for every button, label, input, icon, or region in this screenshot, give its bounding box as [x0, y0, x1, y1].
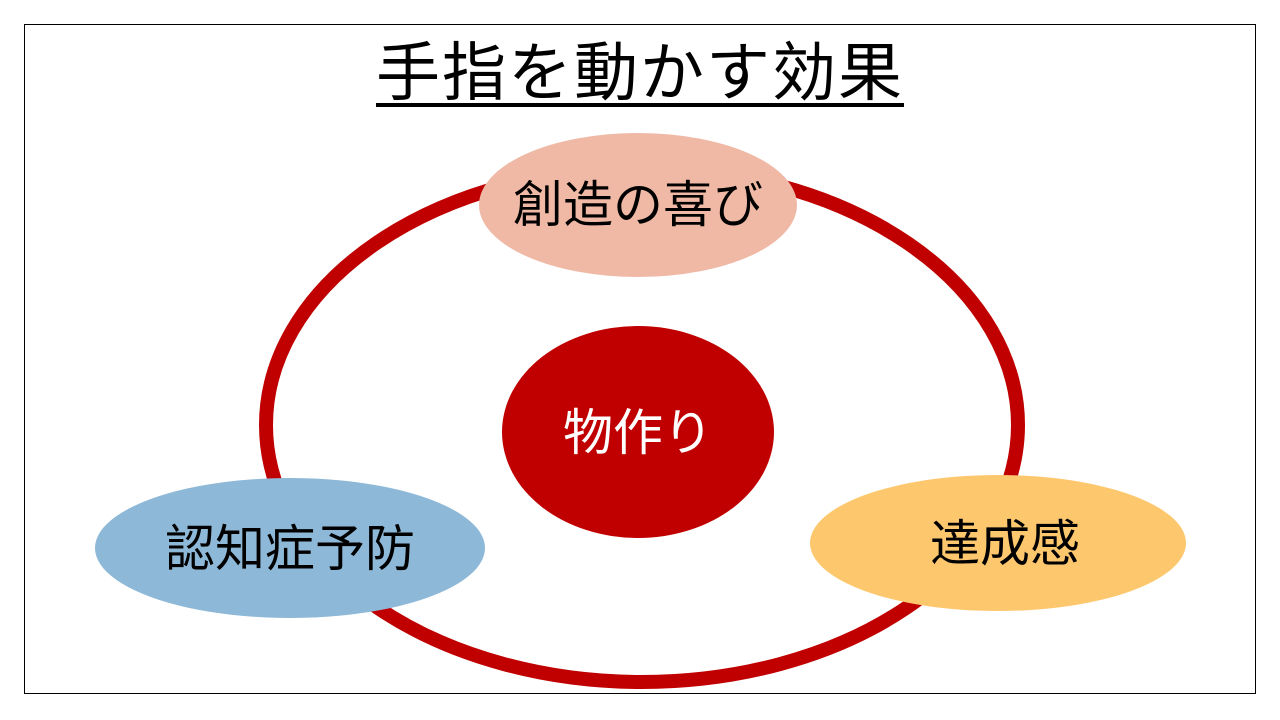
node-top: 創造の喜び: [479, 133, 797, 277]
node-top-label: 創造の喜び: [513, 176, 763, 234]
slide-title-text: 手指を動かす効果: [376, 37, 904, 111]
node-right-shape: [810, 475, 1186, 611]
node-center-label: 物作り: [563, 404, 713, 462]
slide-title: 手指を動かす効果: [0, 34, 1280, 114]
node-left-label: 認知症予防: [165, 520, 415, 578]
node-center-shape: [502, 326, 774, 538]
node-left-shape: [95, 478, 485, 618]
node-center: 物作り: [502, 326, 774, 538]
node-right-label: 達成感: [930, 515, 1080, 573]
node-right: 達成感: [810, 475, 1186, 611]
node-top-shape: [479, 133, 797, 277]
node-left: 認知症予防: [95, 478, 485, 618]
